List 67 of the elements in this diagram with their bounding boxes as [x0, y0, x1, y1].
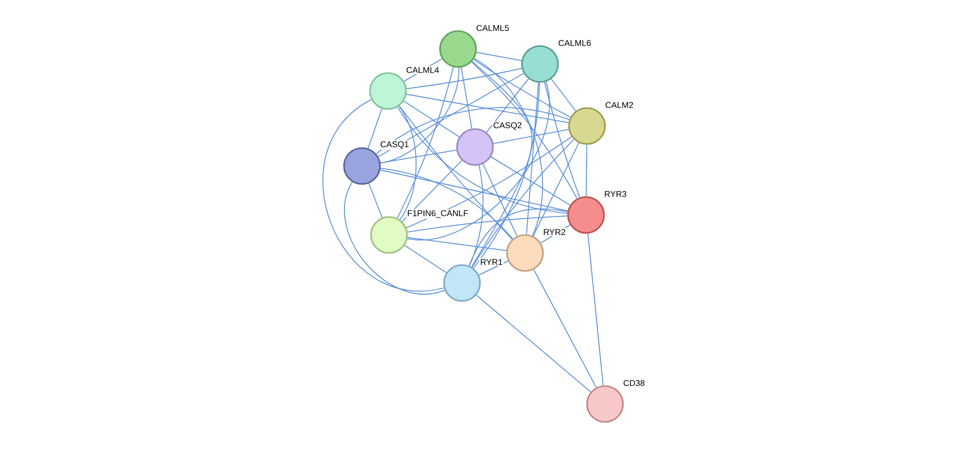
node-label: F1PIN6_CANLF	[406, 209, 470, 219]
interaction-line	[473, 59, 571, 118]
interaction-line	[406, 68, 522, 90]
interaction-line	[476, 52, 522, 62]
interaction-line	[368, 108, 382, 149]
interaction-line	[407, 215, 568, 233]
interaction-line	[402, 160, 462, 222]
interaction-line	[344, 182, 446, 294]
node-label: CD38	[622, 379, 646, 387]
interaction-line	[406, 81, 550, 240]
node-label: CALM2	[604, 101, 634, 109]
interaction-line	[474, 58, 543, 236]
interaction-line	[460, 67, 472, 129]
interaction-line	[368, 183, 383, 218]
interaction-line	[471, 61, 578, 199]
protein-node	[443, 264, 481, 302]
interaction-line	[476, 294, 592, 392]
interaction-line	[376, 107, 570, 154]
node-label: CASQ1	[379, 140, 410, 150]
node-label: CASQ2	[492, 121, 523, 131]
interaction-line	[469, 164, 484, 266]
interaction-line	[397, 106, 568, 214]
interaction-line	[526, 82, 539, 235]
interaction-line	[404, 244, 447, 274]
interaction-line	[407, 237, 507, 251]
node-label: RYR1	[479, 258, 504, 266]
node-label: CALML6	[557, 39, 592, 47]
interaction-line	[493, 129, 569, 144]
protein-node	[456, 128, 494, 166]
node-label: CALML4	[405, 66, 440, 74]
interaction-line	[478, 260, 508, 276]
interaction-line	[380, 150, 457, 164]
interaction-line	[322, 99, 444, 292]
interaction-line	[472, 138, 574, 268]
interaction-line	[533, 269, 597, 388]
interaction-line	[587, 233, 604, 386]
interaction-line	[468, 208, 568, 266]
interaction-line	[396, 66, 454, 219]
protein-node	[439, 30, 477, 68]
interaction-line	[398, 106, 417, 220]
protein-node	[343, 147, 381, 185]
interaction-line	[403, 100, 460, 138]
interaction-line	[544, 82, 580, 198]
interaction-line	[473, 82, 540, 269]
protein-node	[506, 234, 544, 272]
protein-node	[369, 72, 407, 110]
interaction-line	[586, 144, 588, 197]
interaction-line	[380, 168, 514, 240]
node-label: CALML5	[475, 24, 510, 32]
protein-node	[586, 385, 624, 423]
interaction-line	[532, 142, 580, 237]
protein-node	[568, 107, 606, 145]
node-label: RYR3	[603, 190, 628, 198]
interaction-line	[406, 94, 569, 124]
protein-node	[370, 216, 408, 254]
interaction-line	[490, 156, 570, 206]
protein-node	[521, 45, 559, 83]
interaction-line	[471, 60, 532, 268]
protein-node	[567, 196, 605, 234]
interaction-line	[380, 67, 460, 164]
interaction-line	[398, 106, 513, 240]
interaction-line	[550, 78, 576, 112]
interaction-line	[380, 170, 568, 212]
interaction-line	[482, 164, 518, 236]
node-label: RYR2	[542, 228, 567, 236]
interaction-line	[486, 78, 529, 133]
interaction-line	[378, 72, 524, 158]
